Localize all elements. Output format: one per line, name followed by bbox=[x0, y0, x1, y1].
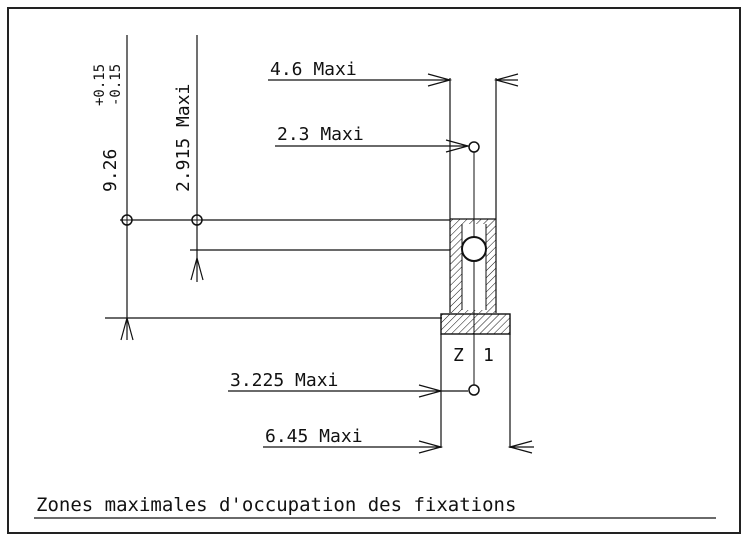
dimension-3-225: 3.225 Maxi bbox=[230, 370, 338, 391]
dimension-2-3: 2.3 Maxi bbox=[277, 124, 364, 145]
arrow-2-915 bbox=[190, 255, 204, 281]
tolerance-minus: -0.15 bbox=[108, 64, 124, 106]
zone-label-1: 1 bbox=[483, 345, 494, 366]
base-hatch bbox=[440, 313, 511, 335]
large-hole bbox=[461, 236, 487, 262]
dimension-2-915: 2.915 Maxi bbox=[173, 84, 194, 192]
dimension-6-45: 6.45 Maxi bbox=[265, 426, 363, 447]
zone-label-z: Z bbox=[453, 345, 464, 366]
small-hole-bottom bbox=[468, 384, 480, 396]
frame-border bbox=[7, 7, 741, 534]
tolerance-plus: +0.15 bbox=[92, 64, 108, 106]
dimension-4-6: 4.6 Maxi bbox=[270, 59, 357, 80]
dimension-9-26: 9.26 bbox=[100, 149, 121, 192]
caption: Zones maximales d'occupation des fixatio… bbox=[36, 494, 516, 516]
small-hole-top bbox=[468, 141, 480, 153]
